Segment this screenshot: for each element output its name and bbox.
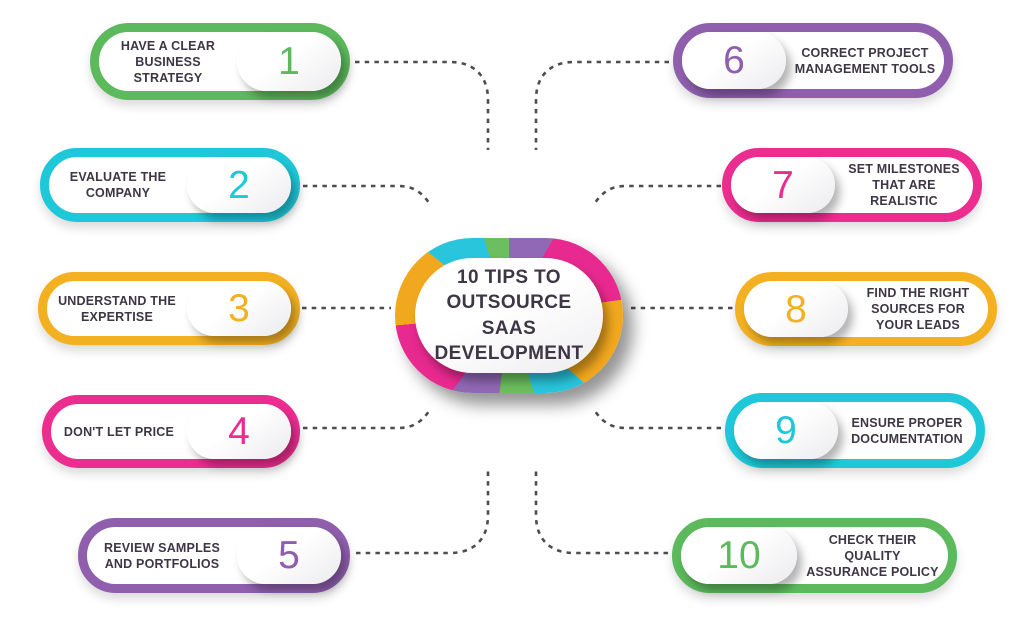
tip-6-label: CORRECT PROJECT MANAGEMENT TOOLS (794, 45, 936, 76)
tip-1-label: HAVE A CLEAR BUSINESS STRATEGY (120, 38, 216, 85)
tip-2-label: EVALUATE THE COMPANY (69, 170, 167, 200)
tip-9-label: ENSURE PROPER DOCUMENTATION (851, 415, 963, 446)
tip-8-number-capsule: 8 (744, 281, 848, 337)
tip-9-number: 9 (775, 409, 797, 452)
tip-1-number: 1 (278, 40, 300, 83)
tip-8-label: FIND THE RIGHT SOURCES FOR YOUR LEADS (866, 286, 970, 332)
center-title-line-1: 10 TIPS TO (457, 267, 561, 289)
tip-10-label: CHECK THEIR QUALITY ASSURANCE POLICY (806, 532, 939, 579)
tip-10-number-capsule: 10 (681, 527, 797, 584)
center-title-line-2: OUTSOURCE (446, 292, 572, 314)
tip-3: UNDERSTAND THE EXPERTISE 3 (38, 272, 300, 345)
tip-10: 10 CHECK THEIR QUALITY ASSURANCE POLICY (672, 518, 957, 593)
center-badge: 10 TIPS TO OUTSOURCE SAAS DEVELOPMENT (395, 238, 623, 393)
tip-1-number-capsule: 1 (237, 32, 341, 91)
tip-9: 9 ENSURE PROPER DOCUMENTATION (725, 393, 985, 468)
tip-5-number: 5 (278, 534, 300, 577)
tip-7-number-capsule: 7 (731, 157, 835, 213)
tip-3-label: UNDERSTAND THE EXPERTISE (58, 293, 176, 324)
tip-5: REVIEW SAMPLES AND PORTFOLIOS 5 (78, 518, 350, 593)
tip-5-number-capsule: 5 (237, 527, 341, 584)
connector-tip-2 (303, 184, 433, 207)
tip-2: EVALUATE THE COMPANY 2 (40, 148, 300, 222)
tip-7-number: 7 (772, 163, 794, 207)
tip-6-number: 6 (723, 39, 745, 82)
connector-tip-10 (534, 468, 668, 555)
tip-10-number: 10 (717, 534, 761, 577)
center-title-line-4: DEVELOPMENT (434, 342, 584, 364)
tip-7-label: SET MILESTONES THAT ARE REALISTIC (848, 162, 960, 208)
tip-2-number-capsule: 2 (187, 157, 291, 213)
tip-6: 6 CORRECT PROJECT MANAGEMENT TOOLS (673, 23, 953, 98)
tip-8-number: 8 (785, 287, 807, 331)
center-title: 10 TIPS TO OUTSOURCE SAAS DEVELOPMENT (415, 258, 603, 373)
connector-tip-1 (355, 60, 490, 150)
tip-9-number-capsule: 9 (734, 402, 838, 459)
tip-4-number: 4 (228, 410, 250, 453)
tip-1: HAVE A CLEAR BUSINESS STRATEGY 1 (90, 23, 350, 100)
center-title-line-3: SAAS (481, 317, 537, 339)
tip-3-number-capsule: 3 (187, 281, 291, 336)
connector-tip-4 (303, 407, 433, 430)
tip-3-number: 3 (228, 287, 250, 330)
tip-4-label: DON'T LET PRICE (63, 424, 175, 439)
connector-tip-6 (534, 60, 669, 150)
tip-8: 8 FIND THE RIGHT SOURCES FOR YOUR LEADS (735, 272, 997, 346)
tip-6-number-capsule: 6 (682, 32, 786, 89)
tip-4: DON'T LET PRICE 4 (42, 395, 300, 468)
tip-5-label: REVIEW SAMPLES AND PORTFOLIOS (103, 540, 220, 571)
tip-7: 7 SET MILESTONES THAT ARE REALISTIC (722, 148, 982, 222)
tip-4-number-capsule: 4 (187, 404, 291, 459)
connector-tip-7 (591, 184, 721, 207)
connector-tip-5 (356, 468, 490, 555)
tip-2-number: 2 (228, 163, 250, 207)
connector-tip-9 (591, 407, 721, 430)
